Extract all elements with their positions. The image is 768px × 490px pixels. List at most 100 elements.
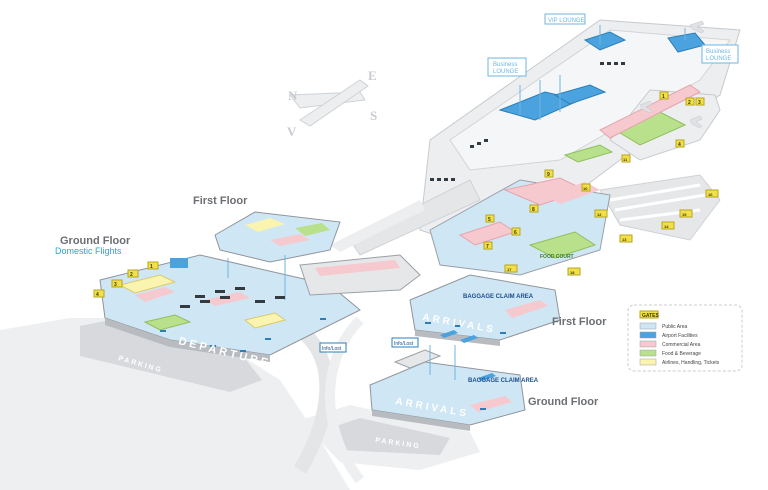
legend-label: Food & Beverage: [662, 351, 701, 357]
walkway: [349, 179, 481, 256]
pier-roof: [449, 29, 731, 171]
arrivals-first-pink: [505, 300, 548, 318]
gate-marker[interactable]: 9: [544, 169, 554, 178]
domestic-first-floor: [214, 211, 341, 263]
gate-marker[interactable]: 14: [661, 221, 675, 230]
gate-marker[interactable]: 17: [504, 264, 518, 273]
plane-icon-1: [639, 100, 653, 114]
domestic-food: [143, 314, 192, 331]
vip-lounge: [583, 31, 627, 51]
gate-marker[interactable]: 6: [511, 227, 521, 236]
floor-title-first-left: First Floor: [193, 195, 248, 207]
gate-number: 7: [486, 244, 489, 250]
gate-number: 17: [507, 267, 512, 272]
domestic-pink: [135, 287, 175, 302]
gate-marker[interactable]: 16: [705, 189, 719, 198]
parking-right: [330, 418, 450, 455]
legend-label: Airlines, Handling, Tickets: [662, 360, 720, 366]
parking-left: [80, 318, 262, 392]
gate-number: 1: [662, 94, 665, 100]
domestic-first-airline: [245, 218, 285, 232]
gate-marker[interactable]: 3: [111, 279, 123, 288]
arrivals-first-wall: [415, 330, 500, 346]
info-box-left[interactable]: [319, 342, 347, 353]
gate-marker[interactable]: 8: [529, 204, 539, 213]
walkway-2: [330, 200, 425, 252]
gate-number: 18: [570, 270, 575, 275]
road-curve-2: [325, 316, 364, 484]
legend-swatch: [639, 322, 657, 330]
gate-number: 8: [532, 207, 535, 213]
gate-number: 13: [622, 237, 627, 242]
legend-swatch: [639, 331, 657, 339]
vertical-link-1: [429, 345, 456, 380]
baggage-carousel-2: [440, 330, 458, 338]
baggage-first-label: BAGGAGE CLAIM AREA: [463, 294, 534, 300]
legend-title: GATES: [642, 313, 660, 319]
gate-marker[interactable]: 15: [679, 209, 693, 218]
gate-number: 12: [597, 212, 602, 217]
gate-marker[interactable]: 11: [621, 154, 631, 163]
gate-number: 2: [688, 100, 691, 106]
gate-marker[interactable]: 4: [675, 139, 685, 148]
gate-marker[interactable]: 3: [695, 97, 705, 106]
food-court-label: FOOD COURT: [540, 254, 574, 260]
business-right-label-1: Business: [706, 49, 730, 55]
legend-swatch: [639, 358, 657, 366]
baggage-carousel-1: [478, 373, 496, 381]
legend-frame: [627, 304, 743, 372]
gate-marker[interactable]: 12: [594, 209, 608, 218]
intl-food-2: [563, 144, 614, 163]
plane-icon-2: [689, 115, 703, 129]
gate-number: 16: [708, 192, 713, 197]
gate-marker[interactable]: 1: [659, 91, 669, 100]
floor-title-ground-right: Ground Floor: [528, 396, 599, 408]
info-box-right[interactable]: [391, 337, 419, 348]
business-left-label-2: LOUNGE: [493, 69, 518, 75]
business-right-label-2: LOUNGE: [706, 56, 731, 62]
legend-swatch: [639, 349, 657, 357]
pier-east-arm: [599, 174, 721, 241]
connector-hall: [299, 254, 421, 296]
domestic-wall-front: [105, 318, 270, 362]
gate-marker[interactable]: 2: [127, 269, 139, 278]
business-left-label-1: Business: [493, 62, 517, 68]
gate-marker[interactable]: 4: [93, 289, 105, 298]
gate-marker[interactable]: 7: [483, 241, 493, 250]
gate-number: 2: [130, 272, 133, 278]
gate-number: 9: [547, 172, 550, 178]
domestic-first-pink: [270, 234, 310, 246]
gate-marker[interactable]: 5: [485, 214, 495, 223]
compass-n: N: [288, 88, 298, 103]
gate-markers: 1 2 3 4 5 6 7 8 9 10 11 12 13 14 15 16 1…: [93, 91, 719, 298]
gate-number: 5: [488, 217, 491, 223]
gate-number: 4: [678, 142, 681, 148]
domestic-airline-strip: [118, 274, 177, 294]
compass: N E S V: [287, 68, 377, 139]
legend-swatch: [639, 340, 657, 348]
gate-marker[interactable]: 10: [581, 183, 591, 192]
legend-gates-badge: [639, 310, 659, 319]
gate-bridges: [180, 62, 625, 308]
gate-marker[interactable]: 1: [147, 261, 159, 270]
domestic-first-food: [295, 223, 330, 236]
vip-label-box: [544, 13, 586, 25]
lounge-lines: [519, 25, 686, 120]
legend-label: Public Area: [662, 324, 688, 330]
baggage-ground-label: BAGGAGE CLAIM AREA: [468, 378, 539, 384]
gate-number: 10: [583, 186, 588, 191]
connector-pink: [315, 260, 400, 276]
compass-e: E: [368, 68, 377, 83]
vip-lounge-label: VIP LOUNGE: [548, 18, 585, 24]
gate-marker[interactable]: 13: [619, 234, 633, 243]
baggage-carousel-3: [460, 335, 478, 343]
gate-marker[interactable]: 18: [567, 267, 581, 276]
gate-marker[interactable]: 2: [685, 97, 695, 106]
gate-number: 4: [96, 292, 99, 298]
gate-number: 6: [514, 230, 517, 236]
intl-food: [528, 231, 597, 259]
